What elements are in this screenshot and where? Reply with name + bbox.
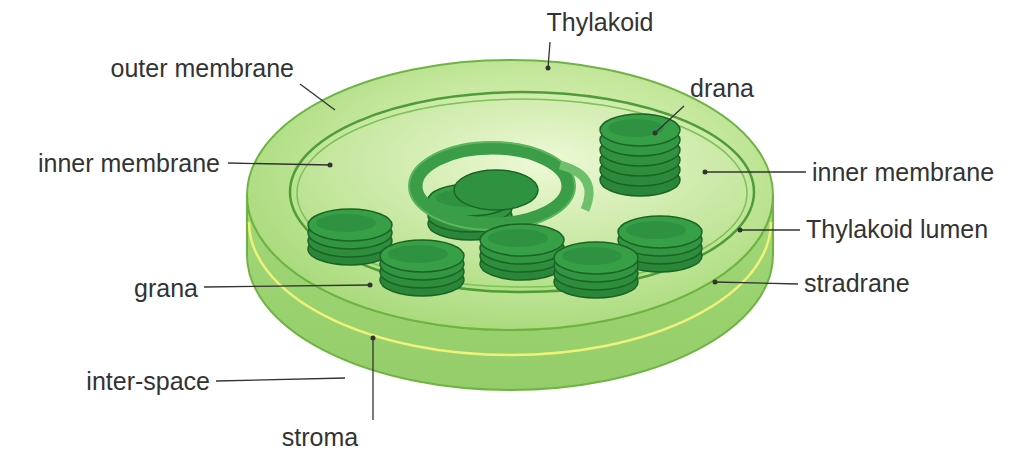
leader-lines [204,42,806,420]
leader-line [705,171,806,172]
leader-line [372,338,373,420]
part-label: stroma [282,422,358,452]
inner-membrane [290,92,754,292]
leader-dot [738,228,743,233]
part-label: inner membrane [38,148,220,178]
outer-membrane [247,60,773,330]
granum-stack [480,224,564,280]
leader-dot [546,66,551,71]
leader-line [204,285,370,287]
leader-line [655,106,684,133]
granum-stack [380,240,464,296]
granum-stack [554,242,638,298]
part-label: stradrane [804,268,910,298]
part-label: Thylakoid [547,7,654,37]
leader-dot [368,283,373,288]
leader-line [740,229,800,230]
thylakoid-ring-edge [409,142,575,230]
leader-dot [371,336,376,341]
part-label: inter-space [86,366,210,396]
thylakoid-ring [416,148,568,224]
leader-line [228,163,330,165]
leader-dot [713,280,718,285]
thylakoid-disc [454,170,538,210]
part-label: drana [690,73,754,103]
leader-line [216,378,345,381]
leader-line [300,84,335,110]
part-label: grana [134,273,198,303]
leader-line [548,42,550,68]
part-label: inner membrane [812,157,994,187]
stroma-lamella [560,165,589,210]
part-label: outer membrane [111,53,294,83]
leader-line [715,282,798,284]
part-label: Thylakoid lumen [806,214,988,244]
inner-membrane-line [297,99,747,287]
leader-dot [703,170,708,175]
leader-dot [328,163,333,168]
granum-stack [600,114,680,196]
leader-dot [653,131,658,136]
leader-dots [328,66,743,341]
